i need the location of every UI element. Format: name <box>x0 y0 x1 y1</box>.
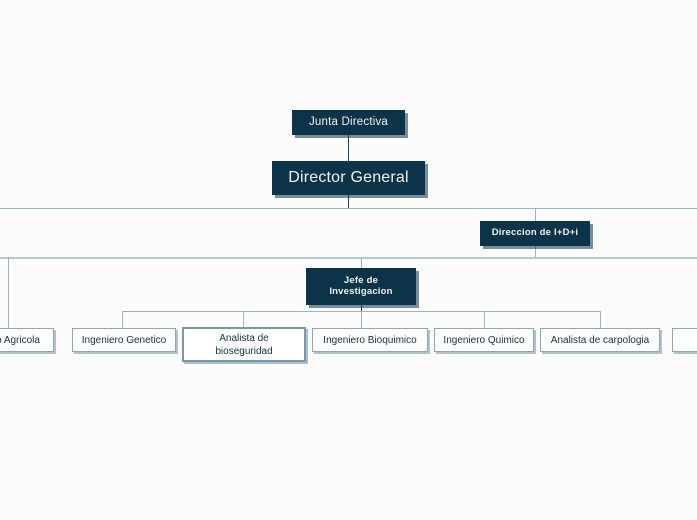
node-biologo[interactable]: Biól <box>672 328 697 352</box>
node-jefe-investigacion-line1: Jefe de <box>343 274 379 286</box>
connector-jefe-down <box>361 305 362 312</box>
connector-drop-ingeniero-genetico <box>122 311 123 328</box>
node-jefe-investigacion[interactable]: Jefe de Investigacion <box>306 268 416 305</box>
connector-director-down <box>348 195 349 209</box>
connector-drop-analista-bioseguridad <box>243 311 244 327</box>
node-analista-carpologia[interactable]: Analista de carpologia <box>540 328 660 352</box>
connector-bus-level1 <box>0 208 697 209</box>
node-direccion-idi[interactable]: Direccion de I+D+i <box>480 221 590 246</box>
connector-bus-level2 <box>0 257 697 259</box>
node-jefe-investigacion-line2: Investigacion <box>329 285 393 297</box>
node-junta-directiva[interactable]: Junta Directiva <box>292 110 405 135</box>
connector-junta-to-director <box>348 135 349 161</box>
node-analista-bioseguridad-line2: bioseguridad <box>215 345 273 357</box>
node-analista-bioseguridad-line1: Analista de <box>219 332 269 344</box>
node-ingeniero-genetico[interactable]: Ingeniero Genetico <box>72 328 176 352</box>
node-analista-bioseguridad[interactable]: Analista de bioseguridad <box>182 327 306 362</box>
connector-drop-ingeniero-bioquimico <box>361 311 362 328</box>
connector-drop-ingeniero-quimico <box>484 311 485 328</box>
connector-drop-analista-carpologia <box>600 311 601 328</box>
connector-idi-down <box>535 246 536 258</box>
connector-bus-to-jefe <box>361 258 362 268</box>
node-ingeniero-agricola[interactable]: o Agricola <box>0 328 54 352</box>
connector-bus-to-idi <box>535 208 536 221</box>
node-ingeniero-quimico[interactable]: Ingeniero Quimico <box>434 328 534 352</box>
connector-left-clipped-branch <box>8 258 9 328</box>
node-ingeniero-bioquimico[interactable]: Ingeniero Bioquimico <box>312 328 428 352</box>
node-director-general[interactable]: Director General <box>272 161 425 195</box>
